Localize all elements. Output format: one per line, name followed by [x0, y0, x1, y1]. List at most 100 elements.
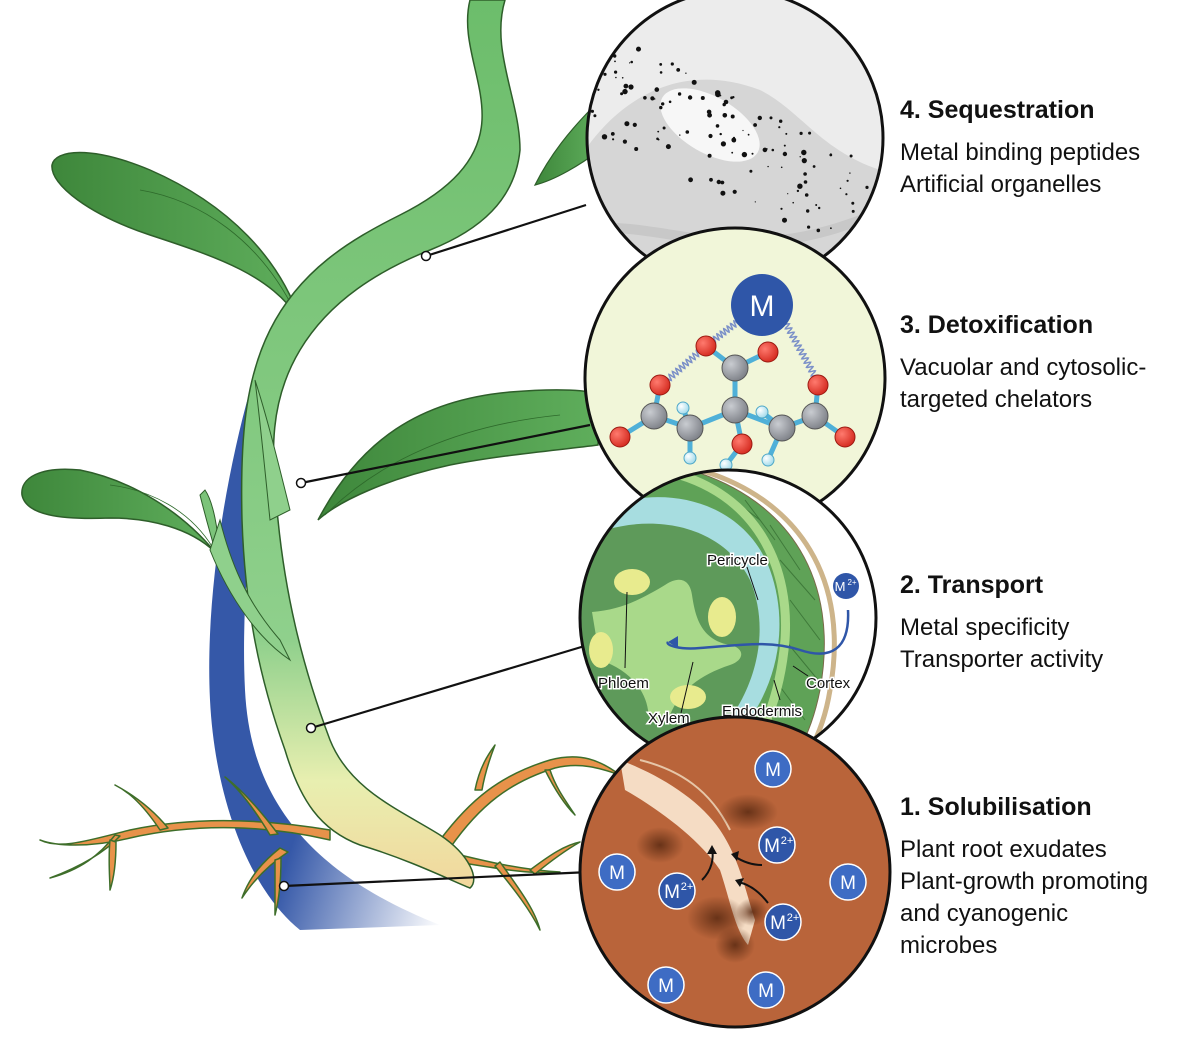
micrograph-speckle	[807, 225, 811, 229]
micrograph-speckle	[865, 185, 869, 189]
micrograph-speckle	[780, 166, 783, 169]
micrograph-speckle	[656, 137, 659, 141]
micrograph-speckle	[732, 136, 736, 139]
micrograph-speckle	[829, 153, 833, 157]
micrograph-speckle	[687, 95, 693, 100]
svg-text:M: M	[750, 290, 775, 323]
micrograph-speckle	[742, 129, 744, 132]
label-cortex: Cortex	[806, 675, 851, 692]
micrograph-speckle	[685, 130, 690, 134]
metal-token: M	[829, 863, 867, 901]
micrograph-speckle	[622, 139, 628, 144]
micrograph-speckle	[851, 209, 855, 213]
micrograph-speckle	[846, 179, 849, 182]
ion-charge: 2+	[681, 881, 694, 893]
micrograph-speckle	[659, 105, 663, 110]
micrograph-speckle	[665, 144, 671, 150]
micrograph-speckle	[731, 151, 734, 154]
micrograph-speckle	[797, 183, 803, 189]
metal-ion-transport: M 2+	[833, 573, 859, 599]
micrograph-speckle	[867, 208, 869, 210]
micrograph-speckle	[803, 180, 808, 184]
micrograph-speckle	[595, 64, 599, 68]
micrograph-speckle	[732, 189, 737, 194]
micrograph-speckle	[785, 132, 788, 135]
micrograph-speckle	[849, 154, 853, 158]
micrograph-speckle	[771, 148, 775, 152]
micrograph-speckle	[730, 114, 735, 119]
micrograph-speckle	[659, 71, 663, 74]
metal-label: M	[840, 873, 856, 894]
micrograph-speckle	[610, 132, 615, 136]
micrograph-speckle	[778, 126, 781, 129]
atoms-hydrogen	[676, 401, 775, 472]
transport-path-arrow	[666, 609, 850, 655]
micrograph-speckle	[874, 223, 880, 229]
micrograph-speckle	[614, 70, 618, 74]
stage-solubilisation: 1. Solubilisation Plant root exudates Pl…	[900, 792, 1148, 962]
micrograph-speckle	[720, 190, 726, 196]
micrograph-speckle	[799, 156, 801, 158]
micrograph-speckle	[654, 87, 660, 92]
svg-text:2+: 2+	[847, 578, 856, 587]
micrograph-speckle	[603, 72, 607, 76]
micrograph-speckle	[867, 218, 871, 221]
micrograph-speckle	[662, 126, 666, 130]
micrograph-speckle	[799, 131, 803, 135]
micrograph-speckle	[766, 148, 768, 150]
stage-item: Metal specificity	[900, 614, 1070, 641]
micrograph-speckle	[691, 79, 697, 85]
micrograph-speckle	[632, 122, 637, 127]
coordination-bond	[781, 321, 822, 383]
micrograph-speckle	[779, 119, 783, 123]
micrograph-speckle	[874, 203, 877, 206]
micrograph-speckle	[864, 215, 867, 218]
micrograph-speckle	[783, 144, 786, 147]
micrograph-speckle	[593, 114, 597, 118]
micrograph-speckle	[767, 165, 769, 168]
micrograph-speckle	[622, 88, 628, 95]
micrograph-speckle	[628, 84, 634, 90]
micrograph-speckle	[780, 207, 783, 210]
micrograph-speckle	[707, 153, 712, 158]
stage-item: Vacuolar and cytosolic-	[900, 354, 1147, 381]
micrograph-speckle	[688, 177, 693, 183]
metal-token: M	[647, 966, 685, 1004]
stage-item: Transporter activity	[900, 646, 1104, 673]
svg-text:M: M	[835, 579, 846, 594]
micrograph-speckle	[839, 187, 842, 190]
micrograph-speckle	[657, 130, 660, 133]
micrograph-speckle	[621, 77, 624, 79]
micrograph-speckle	[796, 189, 800, 193]
micrograph-speckle	[601, 134, 608, 140]
leaf-lower-left	[21, 468, 219, 561]
metal-label: M	[609, 863, 625, 884]
micrograph-speckle	[769, 116, 773, 120]
metal-label: M	[758, 981, 774, 1002]
micrograph-speckle	[751, 152, 754, 155]
micrograph-speckle	[732, 138, 736, 143]
micrograph-speckle	[720, 141, 727, 147]
micrograph-speckle	[830, 227, 832, 230]
atoms-oxygen	[609, 335, 856, 455]
stage-title: 3. Detoxification	[900, 311, 1094, 339]
ion-charge: 2+	[781, 835, 794, 847]
micrograph-speckle	[620, 92, 624, 96]
micrograph-speckle	[806, 209, 810, 213]
connector-lines	[278, 203, 591, 892]
metal-label: M	[764, 836, 780, 857]
micrograph-speckle	[808, 131, 812, 135]
micrograph-speckle	[722, 181, 725, 184]
micrograph-speckle	[812, 165, 816, 168]
micrograph-speckle	[597, 88, 600, 92]
stage-item: Plant root exudates	[900, 836, 1107, 863]
metal-token: M	[747, 971, 785, 1009]
micrograph-speckle	[719, 132, 722, 136]
stage-item: Artificial organelles	[900, 171, 1102, 198]
metal-ion-detox: M	[731, 274, 793, 336]
micrograph-speckle	[730, 96, 733, 100]
micrograph-speckle	[661, 102, 665, 106]
micrograph-speckle	[801, 149, 807, 156]
